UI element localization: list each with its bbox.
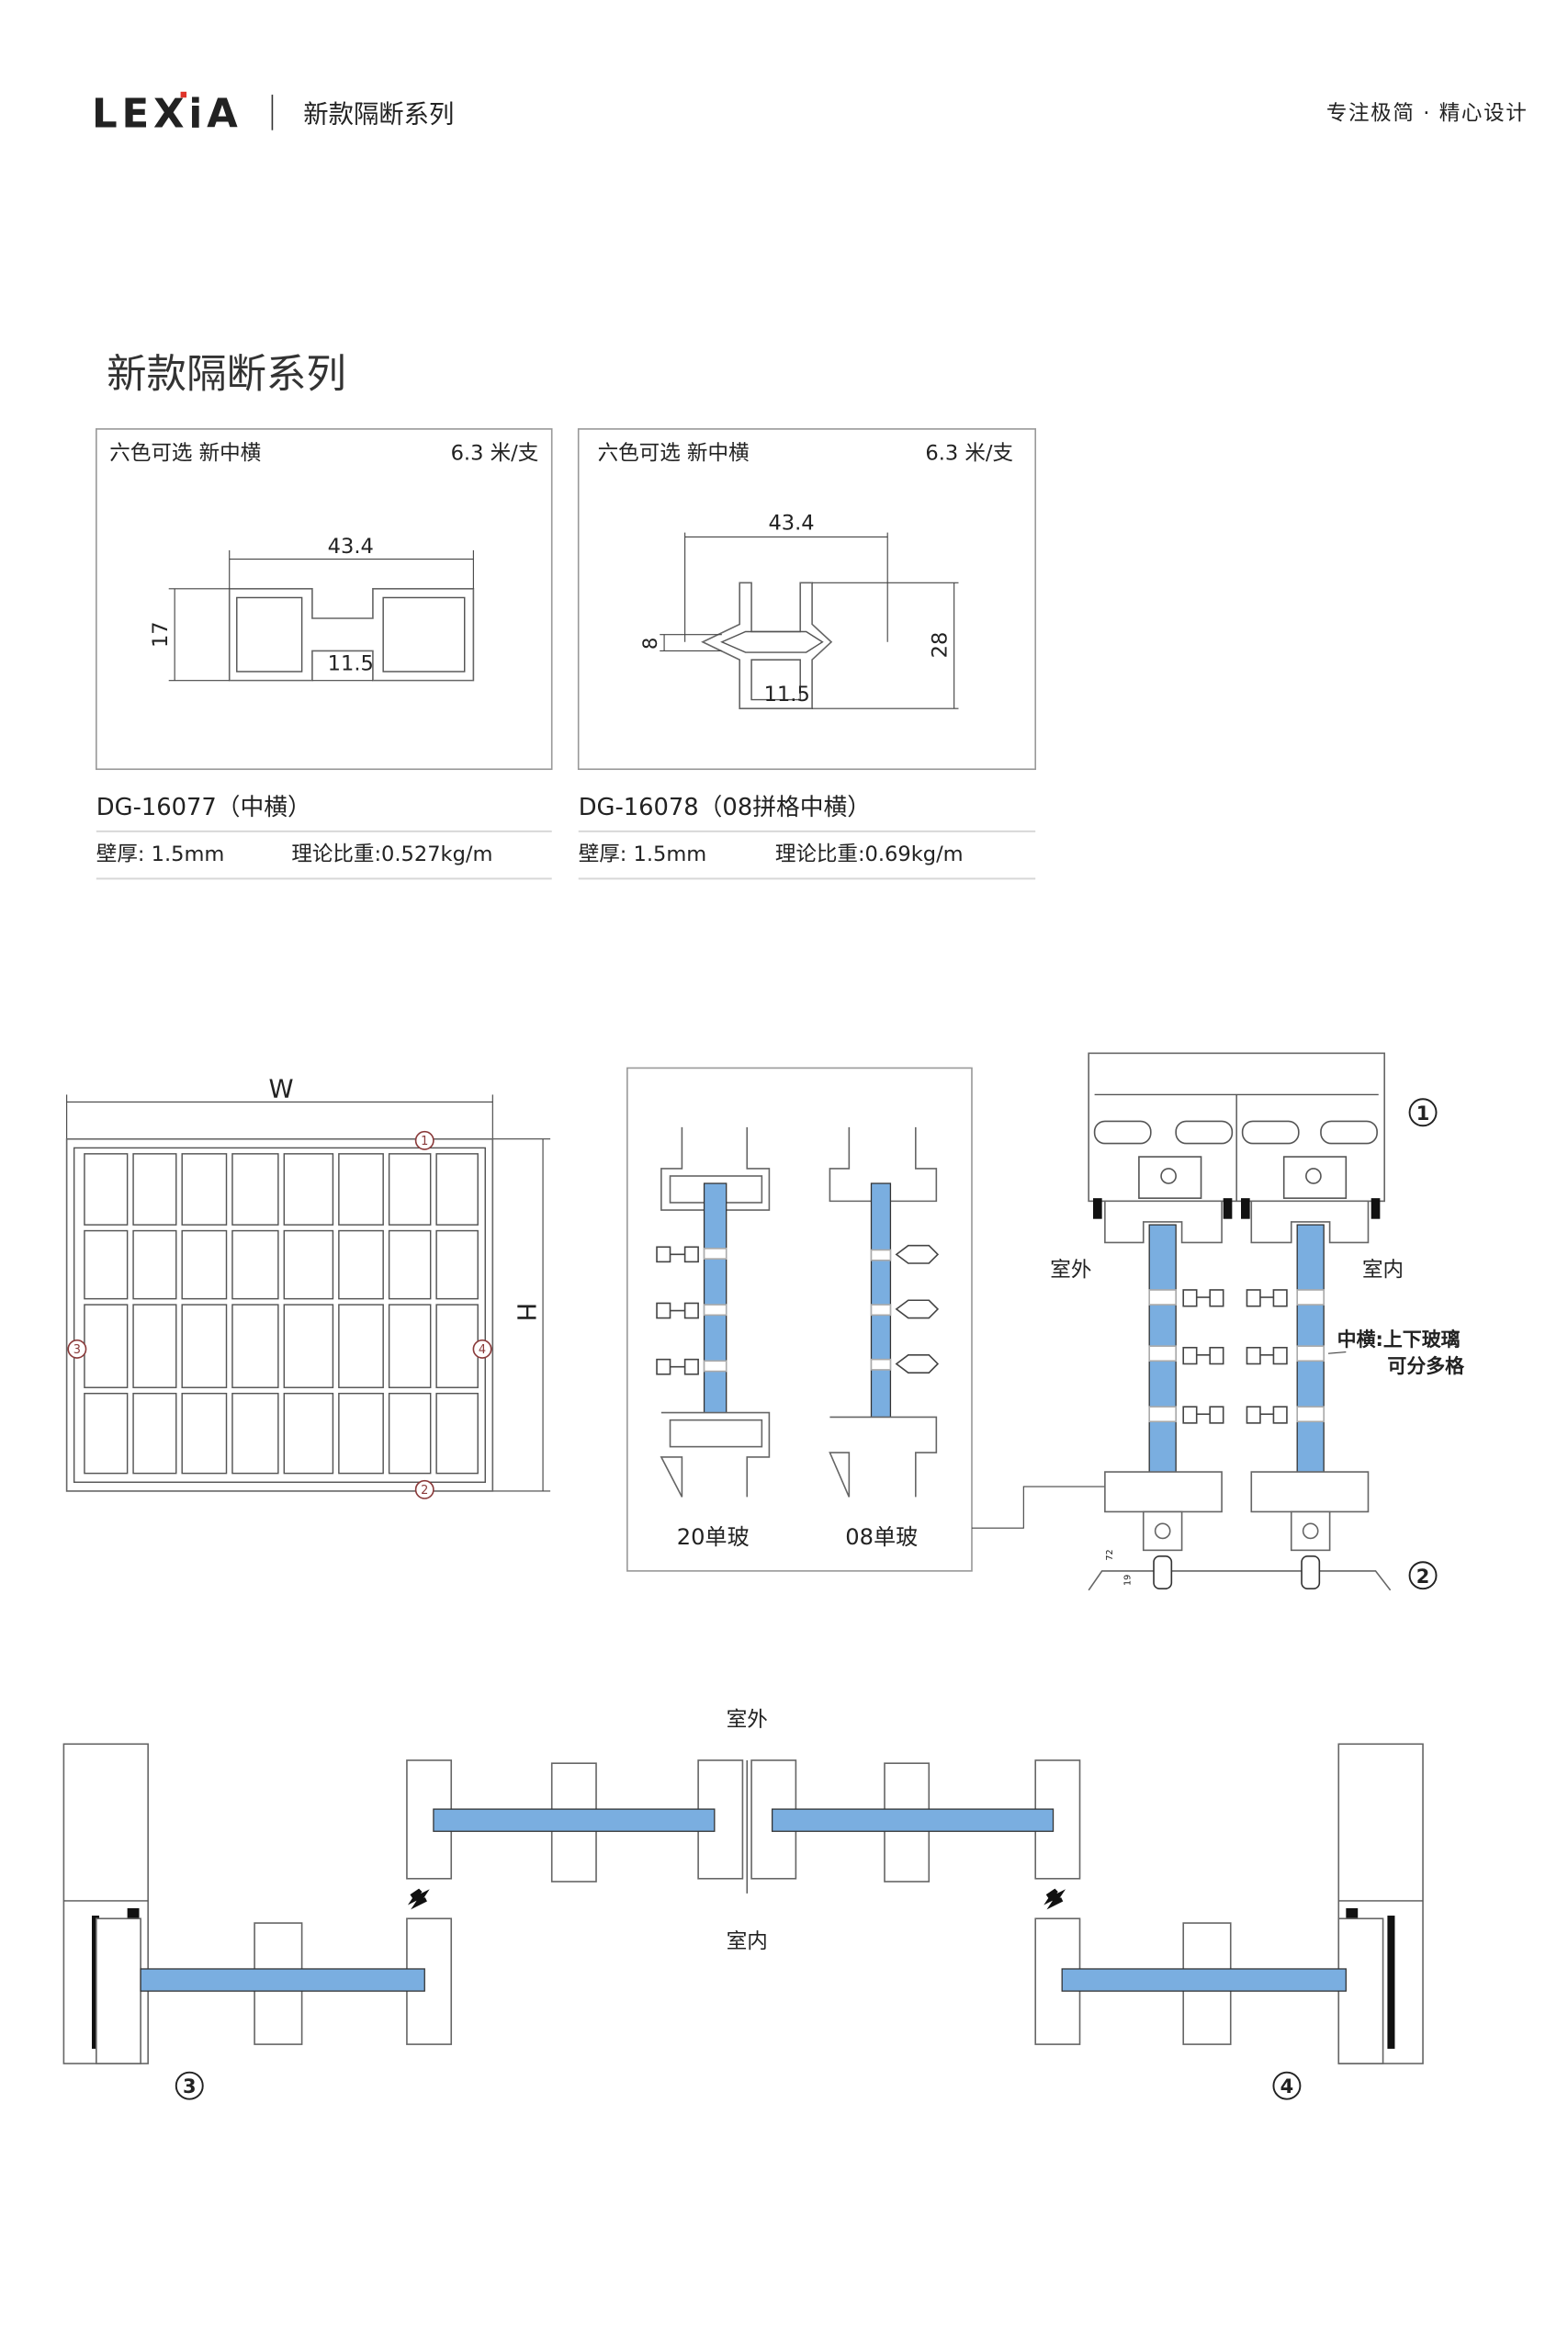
variant-20-single-glass xyxy=(656,1126,771,1498)
grid-pane xyxy=(231,1153,279,1226)
dim-width: 43.4 xyxy=(768,511,814,535)
brand-logo: LEXiA xyxy=(92,91,243,137)
grid-pane xyxy=(283,1229,334,1300)
transom-note-line2: 可分多格 xyxy=(1387,1355,1465,1377)
grid-pane xyxy=(231,1304,279,1388)
variant-20-label: 20单玻 xyxy=(677,1524,750,1550)
color-option-label: 六色可选 新中横 xyxy=(109,442,261,466)
vertical-section: 72 19 室外 室内 中横:上下玻璃 可分多格 1 2 xyxy=(1050,1052,1465,1591)
svg-text:4: 4 xyxy=(479,1343,486,1357)
marker-2: 2 xyxy=(414,1479,434,1499)
grid-pane xyxy=(231,1229,279,1300)
grid-pane xyxy=(84,1392,129,1475)
grid-pane xyxy=(84,1153,129,1226)
marker-3: 3 xyxy=(175,2071,204,2100)
length-label: 6.3 米/支 xyxy=(451,442,539,466)
plan-outside-label: 室外 xyxy=(727,1708,768,1732)
svg-text:2: 2 xyxy=(421,1484,428,1498)
svg-text:1: 1 xyxy=(421,1135,428,1148)
weight: 理论比重:0.527kg/m xyxy=(291,842,492,866)
profile-drawing xyxy=(168,549,475,682)
model-name: DG-16078（08拼格中横） xyxy=(579,794,871,821)
header-subtitle: 新款隔断系列 xyxy=(303,101,454,130)
model-name: DG-16077（中横） xyxy=(96,794,311,821)
wall-thickness: 壁厚: 1.5mm xyxy=(96,842,225,866)
grid-pane xyxy=(283,1392,334,1475)
dim-72: 72 xyxy=(1105,1549,1115,1560)
dim-slot: 11.5 xyxy=(764,683,810,707)
outside-label: 室外 xyxy=(1050,1258,1091,1282)
grid-pane xyxy=(132,1153,177,1226)
grid-pane xyxy=(283,1153,334,1226)
marker-2: 2 xyxy=(1408,1561,1438,1590)
marker-1: 1 xyxy=(1408,1098,1438,1127)
grid-pane xyxy=(132,1392,177,1475)
grid-pane xyxy=(338,1392,384,1475)
dim-height: 17 xyxy=(149,621,173,648)
grid-pane xyxy=(338,1153,384,1226)
width-label: W xyxy=(269,1076,294,1104)
grid-pane xyxy=(132,1304,177,1388)
grid-pane xyxy=(388,1304,432,1388)
svg-text:1: 1 xyxy=(1416,1102,1430,1125)
grid-pane xyxy=(435,1392,479,1475)
svg-text:4: 4 xyxy=(1280,2075,1294,2098)
grid-pane xyxy=(181,1304,228,1388)
header: LEXiA 新款隔断系列 专注极简 · 精心设计 xyxy=(92,91,1528,137)
plan-section: 室外 室内 3 4 xyxy=(62,1708,1424,2100)
dim-19: 19 xyxy=(1122,1575,1133,1586)
grid-pane xyxy=(388,1392,432,1475)
grid-pane xyxy=(338,1304,384,1388)
marker-4: 4 xyxy=(1272,2071,1302,2100)
svg-text:3: 3 xyxy=(183,2075,197,2098)
grid-pane xyxy=(388,1229,432,1300)
marker-3: 3 xyxy=(67,1339,87,1359)
grid-pane xyxy=(435,1229,479,1300)
length-label: 6.3 米/支 xyxy=(925,442,1013,466)
grid-pane xyxy=(435,1153,479,1226)
dim-width: 43.4 xyxy=(328,535,374,559)
grid-pane xyxy=(181,1229,228,1300)
marker-1: 1 xyxy=(414,1130,434,1150)
grid-pane xyxy=(132,1229,177,1300)
dim-web: 8 xyxy=(639,638,661,650)
variant-08-single-glass xyxy=(829,1126,940,1498)
elevation-drawing: W H 1 2 3 4 xyxy=(65,1076,551,1499)
transom-note-line1: 中横:上下玻璃 xyxy=(1337,1329,1461,1351)
profile-drawing xyxy=(660,532,959,710)
height-label: H xyxy=(512,1303,540,1322)
variant-08-label: 08单玻 xyxy=(845,1524,918,1550)
grid-pane xyxy=(181,1153,228,1226)
variant-comparison: 20单玻 08单玻 xyxy=(626,1067,1105,1572)
plan-inside-label: 室内 xyxy=(727,1929,768,1953)
weight: 理论比重:0.69kg/m xyxy=(775,842,964,866)
color-option-label: 六色可选 新中横 xyxy=(598,442,750,466)
grid-pane xyxy=(338,1229,384,1300)
product-card-dg-16078: 六色可选 新中横 6.3 米/支 43.4 28 8 11.5 DG-16078… xyxy=(577,428,1037,880)
grid-pane xyxy=(181,1392,228,1475)
dim-height: 28 xyxy=(929,632,953,659)
elevation-grid xyxy=(84,1153,479,1475)
inside-label: 室内 xyxy=(1362,1258,1404,1282)
grid-pane xyxy=(283,1304,334,1388)
svg-text:2: 2 xyxy=(1416,1566,1430,1588)
dim-slot: 11.5 xyxy=(328,651,374,675)
grid-pane xyxy=(231,1392,279,1475)
product-card-dg-16077: 六色可选 新中横 6.3 米/支 43.4 17 11.5 DG-16077（中… xyxy=(96,428,553,880)
header-tagline: 专注极简 · 精心设计 xyxy=(1326,101,1528,125)
grid-pane xyxy=(388,1153,432,1226)
grid-pane xyxy=(84,1229,129,1300)
wall-thickness: 壁厚: 1.5mm xyxy=(579,842,707,866)
svg-text:3: 3 xyxy=(73,1343,81,1357)
marker-4: 4 xyxy=(472,1339,492,1359)
logo-accent xyxy=(180,91,187,98)
section-title: 新款隔断系列 xyxy=(107,352,346,398)
